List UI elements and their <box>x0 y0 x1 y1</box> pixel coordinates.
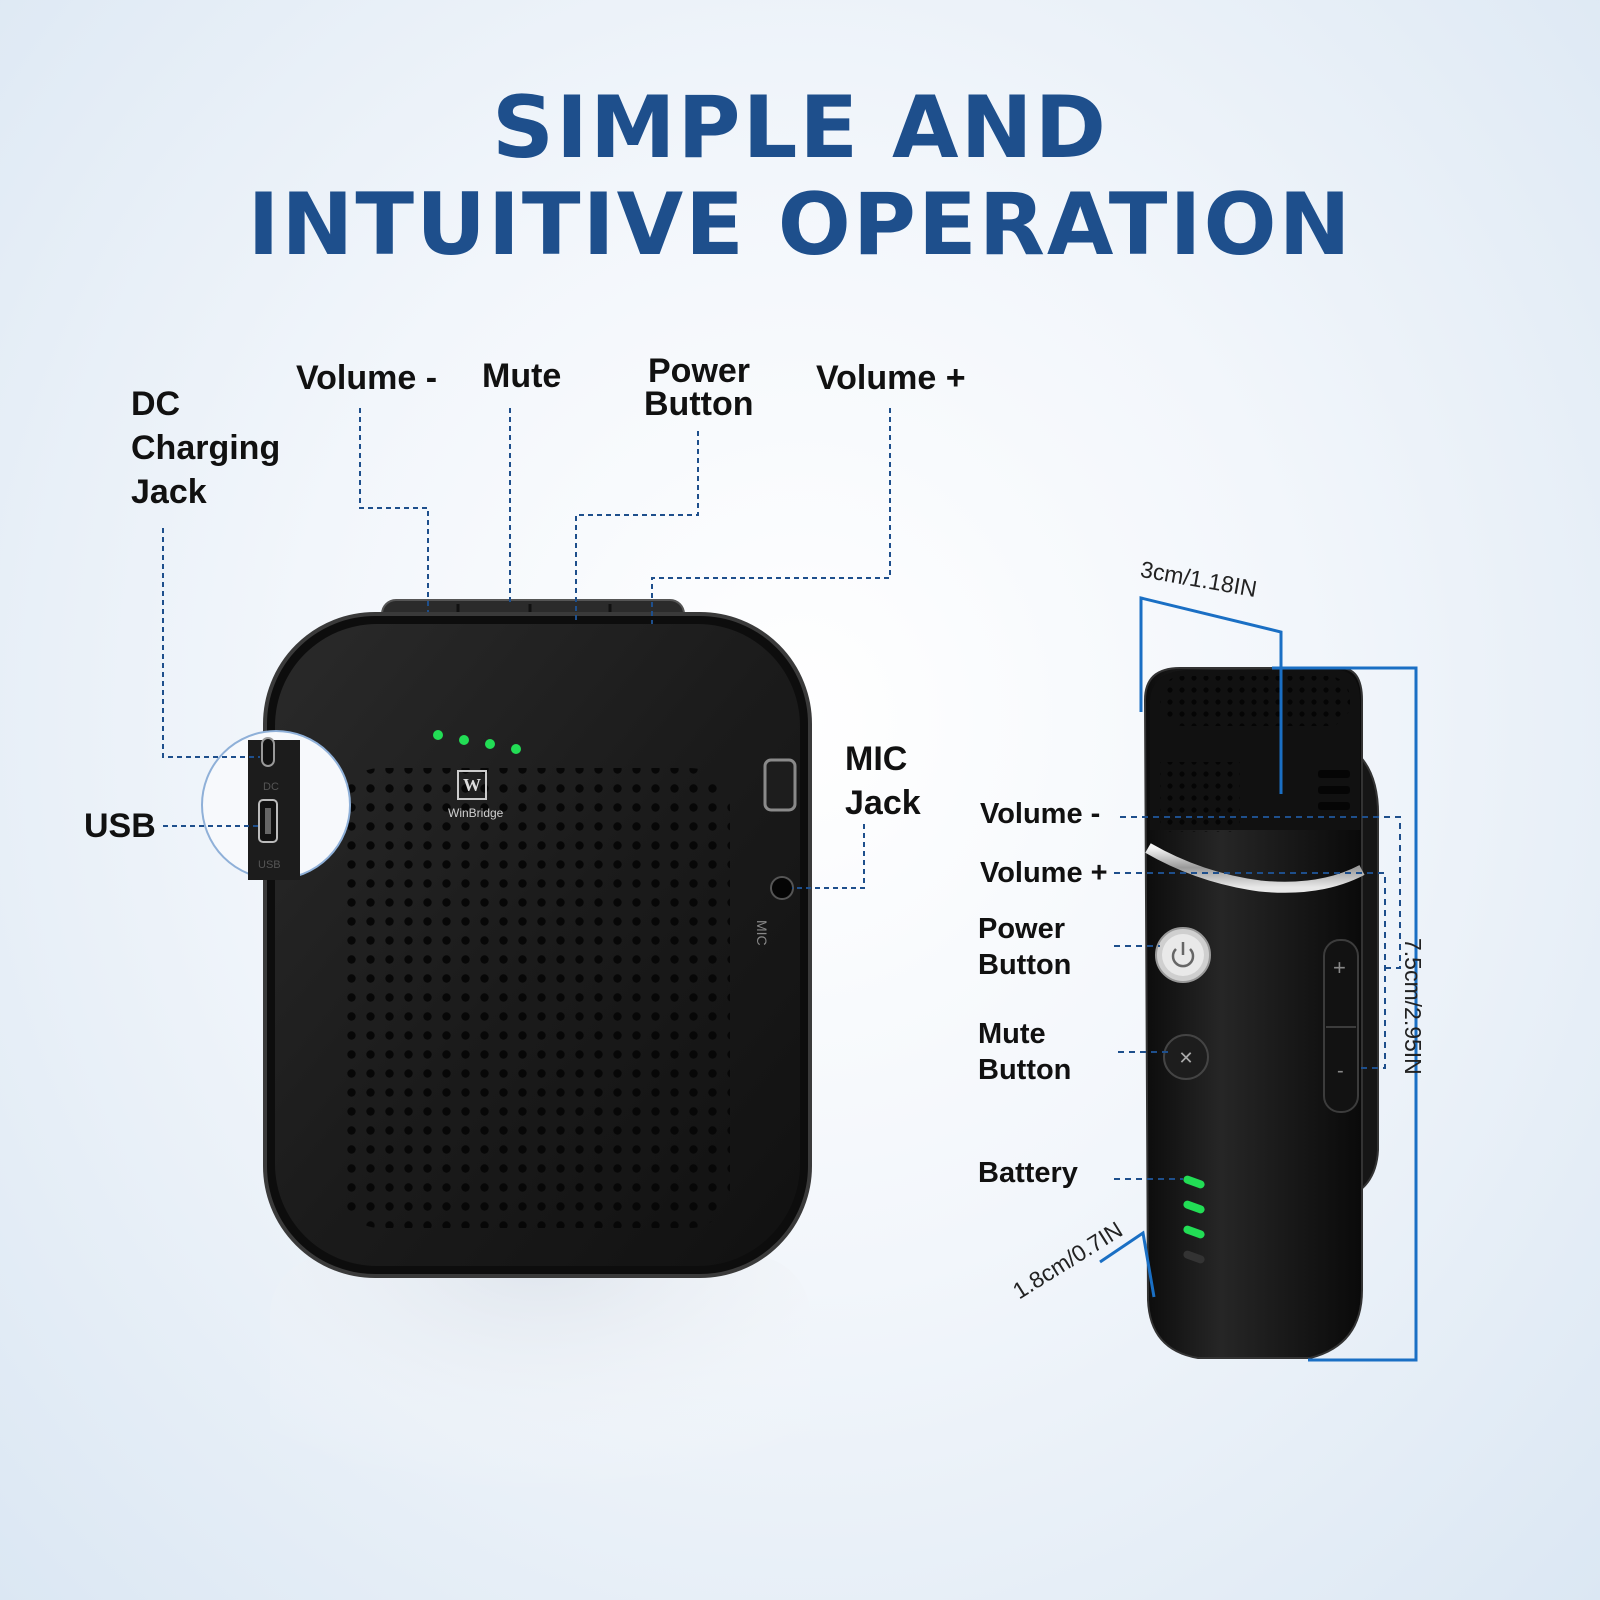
label-dc-line-1: DC <box>131 385 181 423</box>
label-mic-line-2: Jack <box>845 784 921 822</box>
dimension-height <box>1272 666 1418 1362</box>
leader-volume-plus <box>651 408 891 624</box>
leader-volume-minus <box>359 408 429 612</box>
label-mic-battery: Battery <box>978 1157 1078 1189</box>
mic-leader-lines <box>1114 816 1401 1180</box>
label-dc-line-2: Charging <box>131 429 281 467</box>
mic-side-slots <box>1318 770 1350 810</box>
amplifier-leader-lines <box>162 408 891 889</box>
leader-power <box>575 431 699 620</box>
mic-mute-button: ✕ <box>1163 1034 1209 1080</box>
label-power-line-1: Power <box>648 352 751 390</box>
port-zoom-callout <box>201 730 351 880</box>
dimension-lines <box>1099 596 1418 1362</box>
label-mute: Mute <box>482 357 562 395</box>
label-dc-line-3: Jack <box>131 473 207 511</box>
leader-mic-jack <box>792 824 865 889</box>
label-mic-power-line-1: Power <box>978 913 1066 945</box>
dimension-depth <box>1099 1230 1156 1298</box>
label-mic-power-line-2: Button <box>978 949 1072 981</box>
label-mic-volume-minus: Volume - <box>980 798 1101 830</box>
brand-logo: W <box>457 770 487 800</box>
mic-power-button <box>1155 927 1211 983</box>
label-mic-line-1: MIC <box>845 740 908 778</box>
label-volume-plus: Volume + <box>816 359 966 397</box>
headline-line-2: INTUITIVE OPERATION <box>247 175 1353 275</box>
port-text-usb: USB <box>258 859 281 871</box>
label-mic-mute-line-2: Button <box>978 1054 1072 1086</box>
label-power-line-2: Button <box>644 385 754 423</box>
port-text-dc: DC <box>263 781 279 793</box>
dimension-width <box>1139 596 1283 794</box>
amplifier-battery-leds <box>433 730 521 754</box>
label-volume-minus: Volume - <box>296 359 438 397</box>
mic-battery-leds <box>1183 1175 1205 1264</box>
minus-glyph: - <box>1337 1060 1344 1082</box>
svg-text:✕: ✕ <box>1178 1048 1193 1068</box>
port-text-mic: MIC <box>754 920 770 946</box>
chrome-ring <box>1145 843 1365 893</box>
leader-mic-volume-minus <box>1120 816 1401 969</box>
dimension-height-text: 7.5cm/2.95IN <box>1400 938 1426 1075</box>
plus-glyph: + <box>1333 955 1346 980</box>
speaker-grille <box>340 768 730 1228</box>
headline-line-1: SIMPLE AND <box>492 78 1108 178</box>
label-mic-mute-line-1: Mute <box>978 1018 1046 1050</box>
label-usb: USB <box>84 807 156 845</box>
label-mic-volume-plus: Volume + <box>980 857 1108 889</box>
brand-name: WinBridge <box>448 806 504 820</box>
mic-volume-rocker <box>1323 939 1359 1113</box>
leader-mic-volume-plus <box>1114 872 1386 1069</box>
leader-dc <box>162 528 260 758</box>
amplifier-reflection <box>270 1255 810 1555</box>
